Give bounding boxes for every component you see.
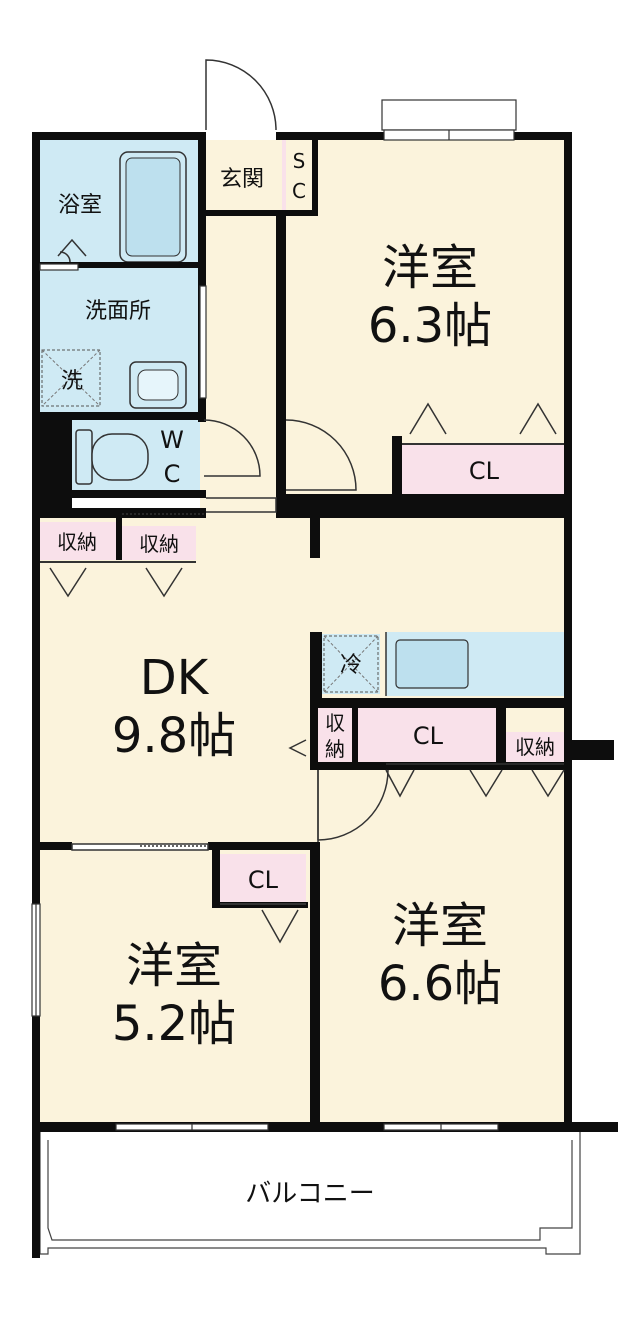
walls [32, 132, 618, 1258]
dk-size: 9.8帖 [112, 708, 236, 764]
cl1-floor [402, 444, 564, 494]
western3-size: 6.6帖 [378, 956, 502, 1012]
cl3-floor [220, 854, 306, 904]
cl3-label: CL [248, 866, 279, 894]
western1-name: 洋室 [382, 240, 478, 296]
storage3-label-b: 納 [325, 737, 345, 761]
western1-size: 6.3帖 [368, 298, 492, 354]
cl1-label: CL [469, 457, 500, 485]
storage4-label: 収納 [515, 735, 555, 759]
kitchen-sink [395, 639, 469, 689]
toilet-bowl [91, 433, 149, 481]
storage2-floor [122, 526, 196, 560]
storage1-label: 収納 [57, 530, 97, 554]
entrance-floor [206, 140, 282, 212]
sliding-doors [71, 513, 564, 851]
doors [57, 59, 389, 841]
cl2-label: CL [413, 722, 444, 750]
washroom-label: 洗面所 [85, 299, 151, 324]
toilet-tank [75, 429, 93, 485]
western2-size: 5.2帖 [112, 996, 236, 1052]
dk-name: DK [140, 650, 210, 706]
storage1-floor [38, 522, 116, 560]
sc-label-c: C [292, 179, 306, 203]
toilet-label-c: C [164, 460, 181, 488]
entrance-label: 玄関 [220, 167, 264, 192]
closet-door-marks [49, 402, 565, 944]
bath-label: 浴室 [58, 193, 102, 218]
fridge-label: 冷 [340, 653, 362, 678]
bathtub-inner [125, 157, 181, 257]
vanity-basin [137, 369, 179, 401]
storage2-label: 収納 [139, 532, 179, 556]
washer-space [41, 349, 101, 407]
fridge-cross-a [323, 635, 379, 693]
balcony-label: バルコニー [245, 1179, 374, 1209]
washer-cross-b [41, 349, 101, 407]
western2-name: 洋室 [126, 938, 222, 994]
toilet-label-w: W [160, 426, 184, 454]
sc-label-s: S [293, 149, 306, 173]
washer-label: 洗 [61, 369, 83, 394]
windows [31, 99, 517, 1131]
balcony-outline [39, 1132, 581, 1255]
cl2-floor [358, 706, 496, 762]
balcony-edge-wall [32, 1132, 40, 1258]
hall-floor [200, 212, 280, 514]
storage3-label-a: 収 [325, 711, 345, 735]
fridge-cross-b [323, 635, 379, 693]
storage3-floor [318, 706, 352, 764]
storage4-floor [506, 732, 564, 762]
fridge-outline [323, 635, 379, 693]
western3-name: 洋室 [392, 898, 488, 954]
